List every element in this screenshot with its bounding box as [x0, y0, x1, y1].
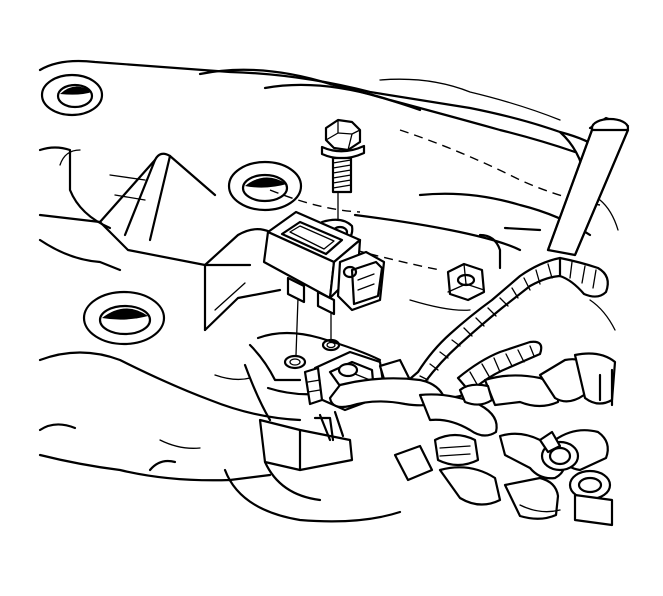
mounting-bolt-icon	[320, 118, 366, 194]
vacuum-hose-icon	[328, 116, 630, 527]
intake-manifold-icon	[38, 59, 602, 523]
map-sensor-icon	[262, 210, 386, 316]
